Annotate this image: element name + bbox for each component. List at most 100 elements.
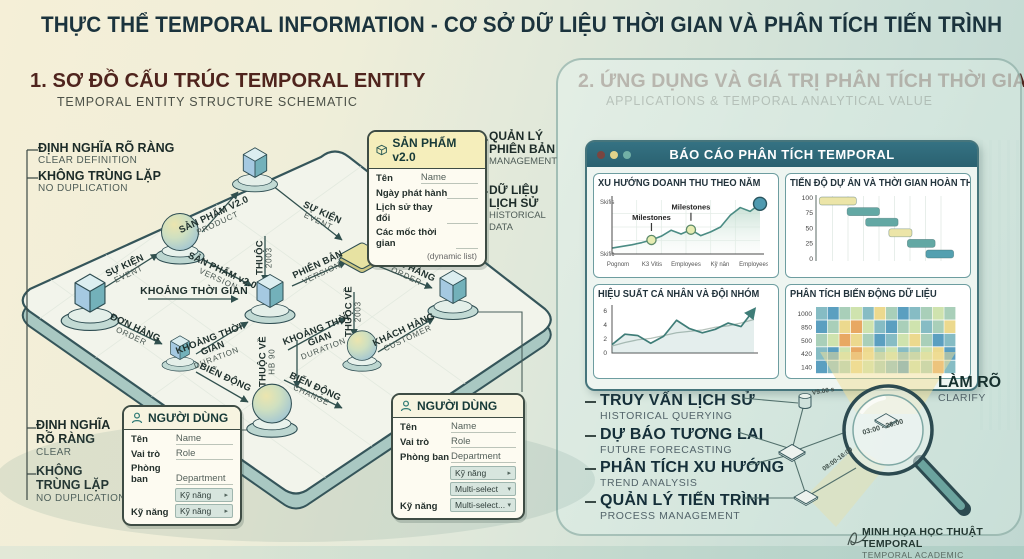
chart4-title: PHÂN TÍCH BIẾN ĐỘNG DỮ LIỆU: [790, 289, 937, 300]
svg-text:4: 4: [603, 322, 607, 329]
list-tick: [585, 501, 596, 503]
project-gantt-chart: 100 75 50 25 0: [802, 195, 955, 263]
cube-node-top: [232, 147, 278, 193]
svg-text:140: 140: [801, 365, 812, 372]
svg-text:Milestones: Milestones: [632, 213, 671, 222]
analytics-dashboard-window: BÁO CÁO PHÂN TÍCH TEMPORAL XU HƯỚNG DOAN…: [585, 140, 979, 391]
user-icon: [400, 400, 412, 412]
user-card-title: NGƯỜI DÙNG: [417, 399, 498, 413]
svg-text:Milestones: Milestones: [672, 203, 711, 212]
svg-text:500: 500: [801, 338, 812, 345]
svg-text:50: 50: [805, 225, 813, 232]
left-bracket-lines: [26, 149, 38, 500]
skill-select[interactable]: Kỹ năng▸: [175, 488, 233, 502]
svg-text:Skifis: Skifis: [600, 200, 614, 206]
list-tick: [585, 468, 596, 470]
svg-text:75: 75: [805, 210, 813, 217]
product-card-title: SẢN PHẨM v2.0: [392, 136, 457, 164]
dropdown-arrow-icon: ▸: [224, 492, 228, 499]
field-row: Ngày phát hành: [369, 184, 485, 199]
page-title: THỰC THỂ TEMPORAL INFORMATION - CƠ SỞ DỮ…: [40, 12, 1003, 37]
user-card-header: NGƯỜI DÙNG: [393, 395, 523, 418]
chart2-title: TIẾN ĐỘ DỰ ÁN VÀ THỜI GIAN HOÀN THÀNH: [790, 178, 970, 189]
svg-text:420: 420: [801, 351, 812, 358]
cube-icon: [376, 144, 387, 156]
svg-text:0: 0: [809, 256, 813, 263]
window-dot-minimize[interactable]: [610, 150, 618, 159]
chart-card-performance: HIỆU SUẤT CÁ NHÂN VÀ ĐỘI NHÓM 0 2 4 6: [593, 284, 779, 379]
skills-row: Kỹ năng Kỹ năng▸ Multi-select▾ Multi-sel…: [393, 463, 523, 518]
dropdown-arrow-icon: ▾: [507, 486, 511, 493]
svg-text:Employees: Employees: [671, 262, 701, 268]
svg-text:850: 850: [801, 324, 812, 331]
chart1-title: XU HƯỚNG DOANH THU THEO NĂM: [598, 178, 761, 189]
window-dots: [597, 150, 631, 159]
left-section-subheading: TEMPORAL ENTITY STRUCTURE SCHEMATIC: [57, 95, 358, 109]
left-section-heading: 1. SƠ ĐỒ CẤU TRÚC TEMPORAL ENTITY: [30, 70, 426, 92]
skill-multiselect[interactable]: Multi-select▾: [450, 482, 516, 496]
data-variation-heatmap: 1000 850 500 420 140: [798, 307, 956, 374]
svg-text:25: 25: [805, 241, 813, 248]
user-icon: [131, 412, 143, 424]
skill-select[interactable]: Kỹ năng▸: [175, 504, 233, 518]
skill-multiselect[interactable]: Multi-select...▾: [450, 498, 516, 512]
chart-card-gantt: TIẾN ĐỘ DỰ ÁN VÀ THỜI GIAN HOÀN THÀNH 10…: [785, 173, 971, 278]
svg-text:6: 6: [603, 308, 607, 315]
list-tick: [585, 401, 596, 403]
svg-text:Pognom: Pognom: [607, 262, 629, 268]
user-card-title: NGƯỜI DÙNG: [148, 411, 229, 425]
skill-select[interactable]: Kỹ năng▸: [450, 466, 516, 480]
dropdown-arrow-icon: ▸: [224, 508, 228, 515]
svg-text:Kỹ nân: Kỹ nân: [711, 262, 730, 268]
dashboard-titlebar: BÁO CÁO PHÂN TÍCH TEMPORAL: [587, 142, 977, 167]
list-tick: [585, 435, 596, 437]
svg-text:0: 0: [603, 350, 607, 357]
svg-text:1000: 1000: [798, 311, 813, 318]
user-card-header: NGƯỜI DÙNG: [124, 407, 240, 430]
field-row: Lịch sử thay đổi: [369, 199, 485, 224]
dynamic-list-note: (dynamic list): [426, 251, 477, 261]
svg-text:K3 Vitis: K3 Vitis: [642, 262, 662, 268]
dropdown-arrow-icon: ▸: [507, 470, 511, 477]
dropdown-arrow-icon: ▾: [507, 502, 511, 509]
chart3-title: HIỆU SUẤT CÁ NHÂN VÀ ĐỘI NHÓM: [598, 289, 760, 300]
background-bottom-band: [0, 546, 1024, 559]
performance-line-chart: 0 2 4 6: [603, 305, 758, 357]
field-row: Các mốc thời gian: [369, 224, 485, 249]
chart-card-heatmap: PHÂN TÍCH BIẾN ĐỘNG DỮ LIỆU 1000 850 500 42…: [785, 284, 971, 379]
dashboard-title: BÁO CÁO PHÂN TÍCH TEMPORAL: [669, 147, 895, 162]
svg-text:Skific: Skific: [600, 252, 614, 258]
svg-text:100: 100: [802, 195, 814, 202]
svg-text:2: 2: [603, 336, 607, 343]
svg-text:Employees: Employees: [739, 262, 768, 268]
window-dot-close[interactable]: [597, 150, 605, 159]
window-dot-zoom[interactable]: [623, 150, 631, 159]
product-card-header: SẢN PHẨM v2.0: [369, 132, 485, 169]
skills-row: Kỹ năng Kỹ năng▸ Kỹ năng▸: [124, 485, 240, 524]
